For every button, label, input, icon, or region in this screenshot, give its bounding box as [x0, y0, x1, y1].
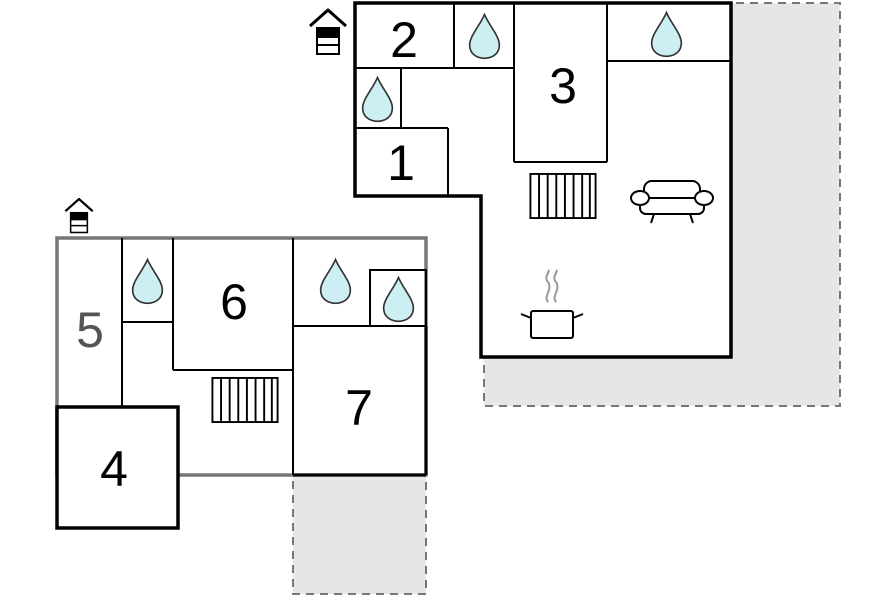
sofa-icon	[630, 180, 714, 224]
room-label-6: 6	[220, 274, 248, 330]
stairs-icon	[211, 377, 279, 423]
room-label-4: 4	[100, 441, 128, 497]
room-label-1: 1	[387, 135, 415, 191]
terrace-lower	[292, 474, 427, 595]
room-label-5: 5	[76, 302, 104, 358]
room-4-box	[55, 405, 180, 530]
room-label-2: 2	[390, 12, 418, 68]
house-entrance-icon	[63, 197, 95, 234]
room-label-3: 3	[549, 58, 577, 114]
upper-building-interior-walls	[355, 3, 731, 196]
cooking-pot-icon	[520, 269, 584, 339]
room-label-7: 7	[345, 380, 373, 436]
stairs-icon	[529, 173, 597, 219]
house-entrance-icon	[308, 8, 348, 56]
lower-building-interior-walls	[121, 238, 428, 477]
